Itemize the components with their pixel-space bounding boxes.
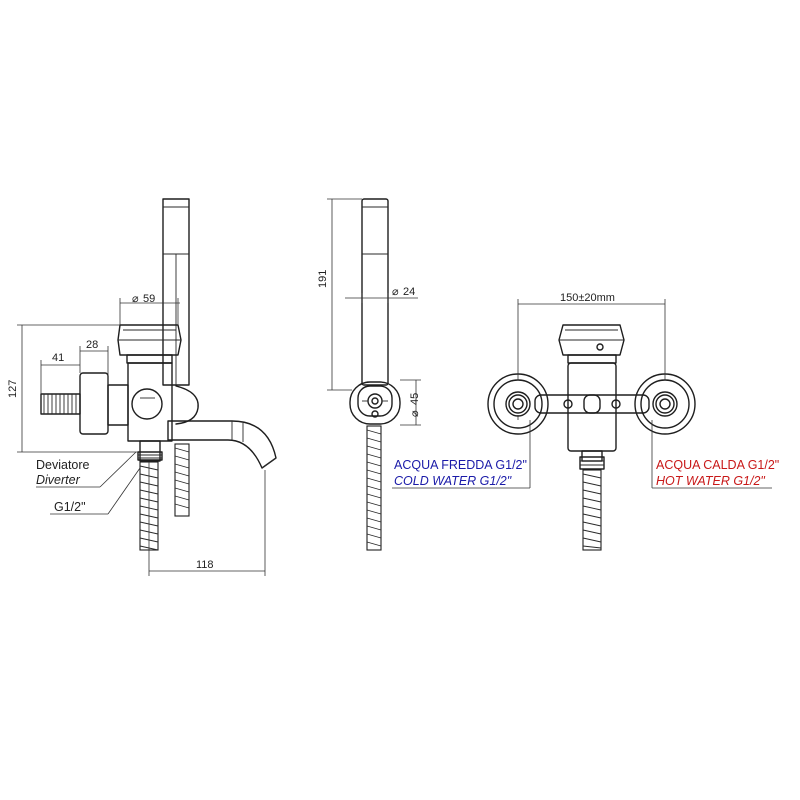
hose-right [174, 443, 190, 517]
threaded-stub [40, 393, 81, 415]
dim-191: 191 [317, 270, 329, 288]
side-view: ⌀ 59 28 41 127 118 Deviatore Diverter G1… [7, 198, 277, 576]
front-view: 191 ⌀ 24 ⌀ 45 [317, 198, 421, 551]
dim-45-symbol: ⌀ [409, 410, 421, 417]
label-cold-it: ACQUA FREDDA G1/2" [394, 458, 527, 472]
dim-59: 59 [143, 293, 155, 305]
label-g12: G1/2" [54, 500, 86, 514]
dim-45: 45 [409, 393, 421, 405]
mixer-body [127, 362, 173, 442]
dim-24: 24 [403, 286, 415, 298]
hand-shower-front [361, 198, 389, 386]
label-hot-it: ACQUA CALDA G1/2" [656, 458, 779, 472]
label-cold-en: COLD WATER G1/2" [394, 474, 512, 488]
dim-diameter-symbol-2: ⌀ [392, 286, 399, 298]
dim-28: 28 [86, 339, 98, 351]
label-deviatore: Deviatore [36, 458, 90, 472]
mixer-front-view: 150±20mm ACQUA FREDDA G1/2" COLD WATER G… [392, 292, 779, 551]
dim-diameter-symbol: ⌀ [132, 293, 139, 305]
dim-150: 150±20mm [560, 292, 615, 304]
mixer-body-front [567, 362, 617, 452]
diverter-knob [131, 388, 163, 420]
label-diverter: Diverter [36, 473, 81, 487]
shower-holder [175, 385, 199, 425]
rosette-cold [487, 373, 549, 435]
dim-118: 118 [196, 559, 214, 571]
wall-flange [79, 372, 109, 435]
rosette-hot [634, 373, 696, 435]
label-hot-en: HOT WATER G1/2" [656, 474, 765, 488]
shower-holder-front [349, 381, 401, 425]
dim-41: 41 [52, 352, 64, 364]
dim-127: 127 [7, 380, 19, 398]
